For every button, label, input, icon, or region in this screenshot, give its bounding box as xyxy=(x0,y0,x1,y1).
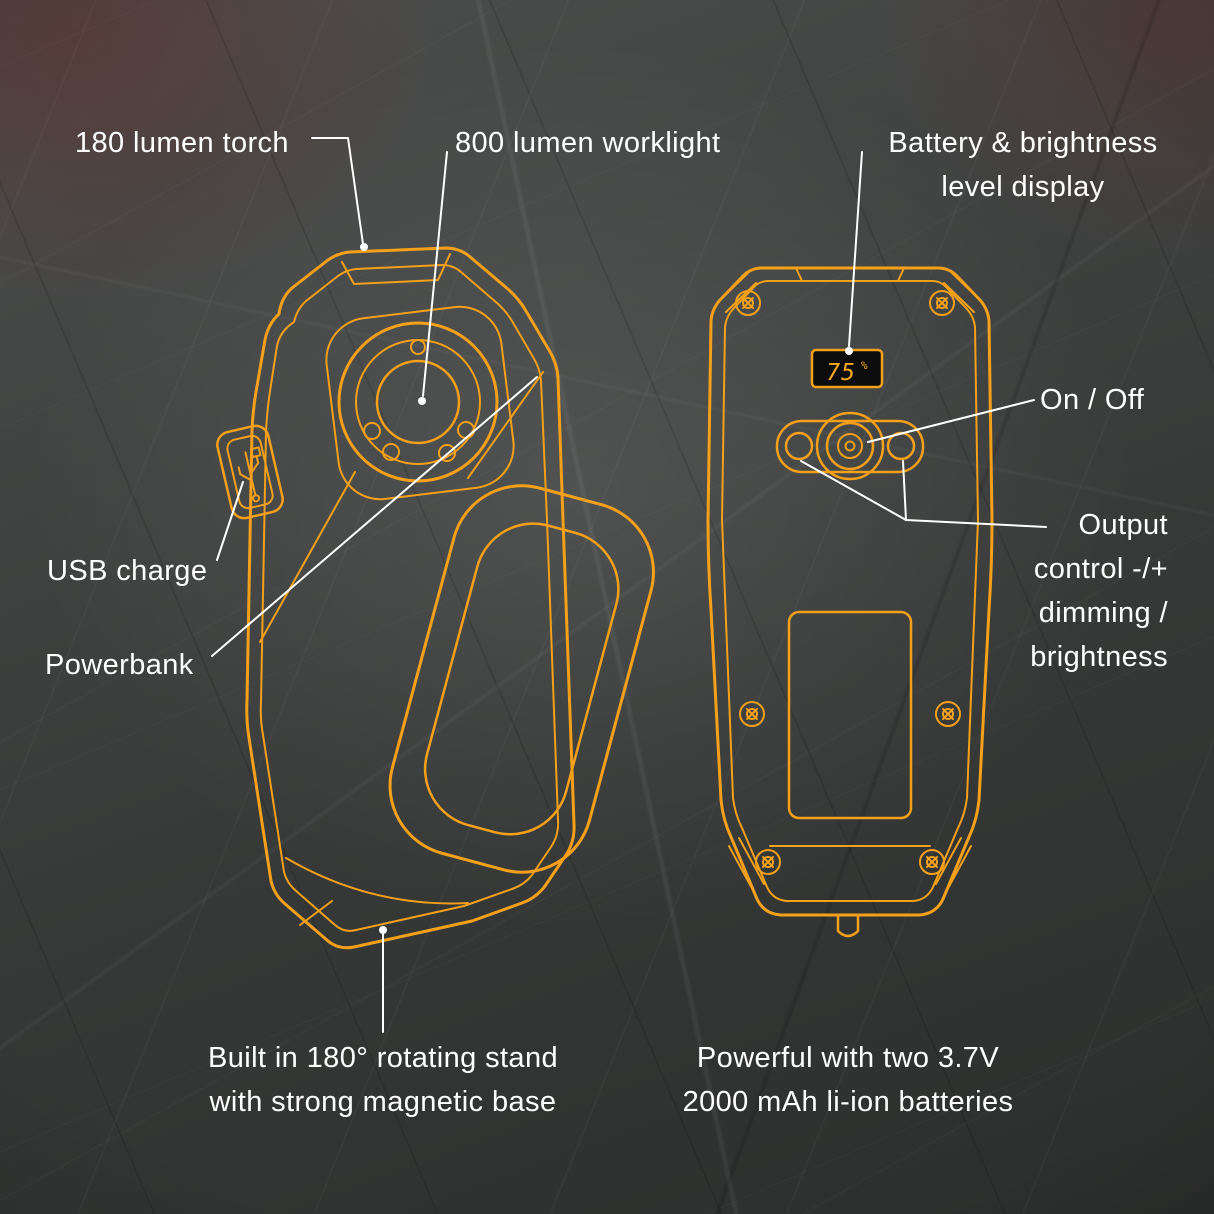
label-output-line3: dimming / xyxy=(1038,597,1168,629)
label-output-control: Output control -/+ dimming / brightness xyxy=(968,503,1168,679)
leader-display-dot xyxy=(845,347,853,355)
dim-minus-button xyxy=(784,431,814,461)
display-value: 75 xyxy=(826,360,856,386)
label-battery-display-line2: level display xyxy=(941,171,1105,203)
lens-hole xyxy=(363,422,381,440)
screw-icon xyxy=(929,290,955,316)
label-usb-charge: USB charge xyxy=(47,555,208,587)
label-output-line1: Output xyxy=(1078,509,1168,541)
back-body-outline xyxy=(706,266,994,917)
leader-on-off xyxy=(867,399,1035,443)
leader-powerbank xyxy=(211,376,538,657)
corner-accent xyxy=(728,837,765,895)
top-notch xyxy=(795,267,905,282)
lens-hole xyxy=(410,339,426,355)
label-stand: Built in 180° rotating stand with strong… xyxy=(133,1036,633,1124)
label-stand-line2: with strong magnetic base xyxy=(209,1086,557,1118)
label-powerbank: Powerbank xyxy=(45,649,194,681)
front-body-inner-outline xyxy=(259,264,560,932)
label-batteries-line2: 2000 mAh li-ion batteries xyxy=(682,1086,1014,1118)
usb-flap-drawing xyxy=(216,424,284,520)
body-accent-line xyxy=(467,371,544,479)
torch-window xyxy=(341,253,451,285)
power-button-outer xyxy=(815,411,885,481)
label-stand-line1: Built in 180° rotating stand xyxy=(207,1042,559,1074)
worklight-ring-mid xyxy=(355,339,481,465)
power-button-center xyxy=(844,440,856,452)
corner-accent xyxy=(943,272,983,313)
label-batteries: Powerful with two 3.7V 2000 mAh li-ion b… xyxy=(598,1036,1098,1124)
usb-icon-dot xyxy=(252,494,261,503)
front-device-drawing xyxy=(216,246,655,950)
label-output-line2: control -/+ xyxy=(1033,553,1168,585)
button-cluster-outline xyxy=(775,419,925,474)
screw-icon xyxy=(935,701,961,727)
worklight-bezel xyxy=(325,305,515,501)
display-unit: % xyxy=(861,359,868,372)
control-buttons-drawing xyxy=(775,411,925,481)
leader-display xyxy=(848,151,863,347)
leader-worklight xyxy=(422,151,448,397)
stand-outer xyxy=(388,484,655,874)
back-device-drawing: 75 % xyxy=(706,266,994,938)
front-body-outline xyxy=(245,246,576,950)
lens-hole xyxy=(382,443,400,461)
usb-flap-outer xyxy=(216,424,284,520)
hanging-tab xyxy=(836,913,860,938)
screw-icon xyxy=(919,849,945,875)
screw-icon xyxy=(735,290,761,316)
worklight-lens xyxy=(375,359,461,445)
worklight-ring-outer xyxy=(337,321,499,483)
leader-usb xyxy=(216,481,244,561)
label-battery-display: Battery & brightness level display xyxy=(823,121,1214,209)
base-accent-line xyxy=(285,857,469,905)
usb-flap-inner xyxy=(226,434,274,510)
label-output-line4: brightness xyxy=(1030,641,1168,673)
leader-torch xyxy=(311,137,364,245)
stand-drawing xyxy=(388,484,655,874)
leader-torch-dot xyxy=(360,243,368,251)
label-on-off: On / Off xyxy=(1040,384,1145,416)
leader-output-left xyxy=(800,460,907,521)
body-accent-line xyxy=(259,471,356,643)
label-torch: 180 lumen torch xyxy=(75,127,289,159)
usb-icon xyxy=(237,446,262,497)
lens-hole xyxy=(457,421,475,439)
back-body-inner-outline xyxy=(721,280,979,902)
screw-icon xyxy=(755,849,781,875)
power-button-ring xyxy=(825,421,875,471)
corner-accent xyxy=(935,837,972,895)
label-batteries-line1: Powerful with two 3.7V xyxy=(696,1042,1000,1074)
screw-icon xyxy=(739,701,765,727)
leader-output-main xyxy=(905,519,1047,528)
lens-hole xyxy=(438,444,456,462)
leader-output-right xyxy=(902,460,907,521)
leader-stand-dot xyxy=(379,926,387,934)
label-battery-display-line1: Battery & brightness xyxy=(888,127,1158,159)
stand-cutout xyxy=(423,522,620,836)
leader-worklight-dot xyxy=(418,397,426,405)
power-button xyxy=(837,433,863,459)
battery-display: 75 % xyxy=(810,348,884,389)
label-worklight: 800 lumen worklight xyxy=(455,127,721,159)
base-accent-line xyxy=(299,900,333,926)
battery-door xyxy=(787,610,913,820)
corner-accent xyxy=(717,272,757,313)
leader-lines xyxy=(211,137,1047,1033)
